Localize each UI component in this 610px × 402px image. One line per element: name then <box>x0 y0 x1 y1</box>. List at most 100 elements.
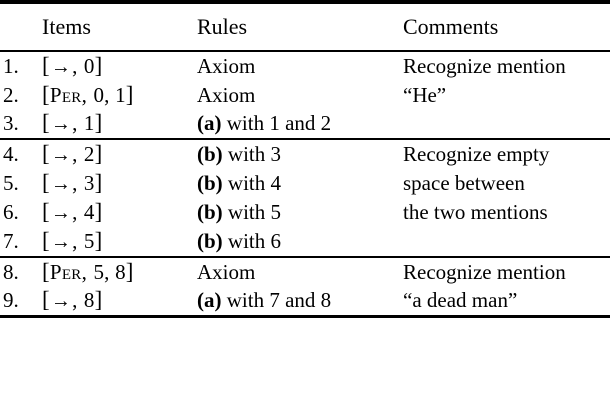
rule-cell: Axiom <box>192 256 395 286</box>
rule-reference: (a) with 7 and 8 <box>197 288 331 312</box>
bracket-close: ] <box>94 287 103 312</box>
bracket-open: [ <box>42 259 50 284</box>
bracket-open: [ <box>42 199 50 224</box>
bracket-open: [ <box>42 141 50 166</box>
rule-label: (b) <box>197 171 223 195</box>
item-indices: 0, 1 <box>93 83 126 107</box>
bracket-close: ] <box>125 82 134 107</box>
table-row: 5. [→, 3] (b) with 4 space between <box>0 169 610 198</box>
rule-reference: (b) with 5 <box>197 200 281 224</box>
bottom-rule-segment <box>395 315 610 320</box>
bracket-open: [ <box>42 82 50 107</box>
item-cell: [→, 8] <box>40 286 192 317</box>
table-row: 2. [Per, 0, 1]Axiom “He” <box>0 81 610 109</box>
rule-reference: (b) with 4 <box>197 171 281 195</box>
comment-cell: the two mentions <box>403 200 548 224</box>
rule-cell: (a) with 7 and 8 <box>192 286 395 317</box>
item-separator: , <box>72 54 82 78</box>
entity-type-label: Per <box>49 260 82 284</box>
row-number: 2. <box>3 83 19 107</box>
bracket-open: [ <box>42 228 50 253</box>
comment-cell: space between <box>403 171 525 195</box>
bottom-rule-segment <box>0 315 40 320</box>
rule-text: Axiom <box>197 83 256 107</box>
rule-reference: Axiom <box>197 54 255 78</box>
entity-type-label: Per <box>49 83 82 107</box>
rule-label: (b) <box>197 200 223 224</box>
item-indices: 5 <box>83 229 95 253</box>
bracket-open: [ <box>42 170 50 195</box>
rule-label: (b) <box>197 229 223 253</box>
item-separator: , <box>72 288 82 312</box>
rule-reference: (b) with 3 <box>197 142 281 166</box>
item-notation: [→, 3] <box>42 170 102 195</box>
item-notation: [→, 2] <box>42 141 103 166</box>
bracket-close: ] <box>94 53 103 78</box>
bracket-close: ] <box>125 259 134 284</box>
table-row: 1.[→, 0] Axiom Recognize mention <box>0 50 610 81</box>
arrow-icon: → <box>50 231 72 253</box>
arrow-icon: → <box>50 173 72 195</box>
rule-cell: (b) with 4 <box>192 169 395 198</box>
comment-cell: “He” <box>403 83 447 107</box>
rule-reference: Axiom <box>197 83 255 107</box>
header-rules: Rules <box>192 0 395 51</box>
rule-cell: (b) with 6 <box>192 227 395 257</box>
item-cell: [→, 2] <box>40 138 192 169</box>
arrow-icon: → <box>50 113 72 135</box>
item-indices: 2 <box>83 142 95 166</box>
rule-text: with 4 <box>227 171 282 195</box>
row-number: 9. <box>3 288 19 312</box>
row-number: 1. <box>0 50 40 81</box>
rule-text: with 3 <box>227 142 282 166</box>
arrow-icon: → <box>50 56 72 78</box>
table-row: 3.[→, 1](a) with 1 and 2 <box>0 109 610 139</box>
item-separator: , <box>72 142 82 166</box>
bracket-close: ] <box>94 141 103 166</box>
item-indices: 4 <box>83 200 95 224</box>
item-separator: , <box>72 229 82 253</box>
table-row: 6. [→, 4] (b) with 5 the two mentions <box>0 198 610 227</box>
rule-text: Axiom <box>197 54 256 78</box>
item-cell: [→, 5] <box>40 227 192 257</box>
item-indices: 0 <box>83 54 95 78</box>
row-number: 6. <box>3 200 19 224</box>
item-indices: 5, 8 <box>93 260 126 284</box>
row-number: 5. <box>3 171 19 195</box>
item-indices: 3 <box>83 171 95 195</box>
row-number: 8. <box>0 256 40 286</box>
item-indices: 1 <box>83 111 95 135</box>
table-row: 7.[→, 5](b) with 6 <box>0 227 610 257</box>
rule-reference: Axiom <box>197 260 255 284</box>
item-notation: [→, 4] <box>42 199 103 224</box>
item-separator: , <box>72 200 82 224</box>
item-separator: , <box>81 260 92 284</box>
rule-label: (b) <box>197 142 223 166</box>
item-cell: [→, 0] <box>40 50 192 81</box>
bracket-close: ] <box>94 228 103 253</box>
rule-cell: (b) with 3 <box>192 138 395 169</box>
item-cell: [→, 3] <box>40 169 192 198</box>
item-cell: [→, 1] <box>40 109 192 139</box>
rule-cell: (b) with 5 <box>192 198 395 227</box>
item-cell: [Per, 0, 1] <box>40 81 192 109</box>
item-notation: [→, 0] <box>42 53 103 78</box>
arrow-icon: → <box>50 202 72 224</box>
comment-cell: Recognize mention <box>395 50 610 81</box>
rule-label: (a) <box>197 288 222 312</box>
item-notation: [→, 5] <box>42 228 103 253</box>
rule-text: Axiom <box>197 260 256 284</box>
row-number: 3. <box>3 111 19 135</box>
item-separator: , <box>72 111 82 135</box>
rule-text: with 7 and 8 <box>226 288 332 312</box>
header-row-number <box>0 0 40 51</box>
table-bottom-rule <box>0 315 610 320</box>
bracket-close: ] <box>94 199 103 224</box>
comment-cell: “a dead man” <box>403 288 518 312</box>
arrow-icon: → <box>50 144 72 166</box>
item-indices: 8 <box>83 288 95 312</box>
